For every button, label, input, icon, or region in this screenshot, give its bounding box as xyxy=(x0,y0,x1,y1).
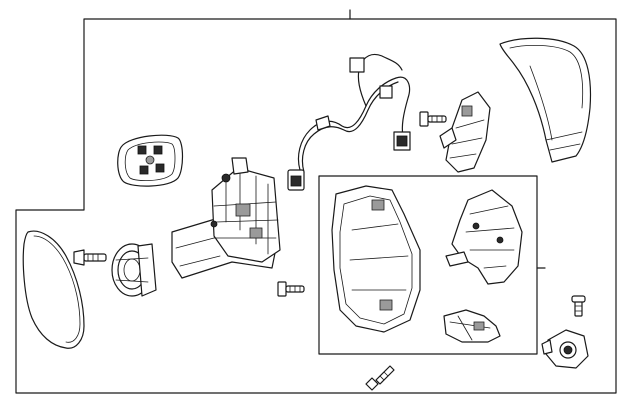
wiring-harness-icon xyxy=(287,53,411,191)
camera-screw-icon xyxy=(571,295,586,317)
puddle-lamp-bracket-icon xyxy=(443,309,501,343)
mirror-frame-icon xyxy=(331,185,421,333)
turn-signal-lamp-icon xyxy=(439,91,491,173)
mirror-glass-icon xyxy=(22,230,85,349)
bottom-screw-icon xyxy=(365,365,395,391)
assembly-outline xyxy=(15,9,617,394)
mirror-cover-cap-icon xyxy=(499,37,592,163)
inner-bracket-icon xyxy=(445,189,523,285)
mount-screw-icon xyxy=(277,281,305,297)
mirror-housing-base-icon xyxy=(171,157,281,279)
subassembly-outline xyxy=(318,175,546,355)
lamp-screw-icon xyxy=(419,111,447,127)
glass-screw-icon xyxy=(73,249,107,266)
mounting-gasket-icon xyxy=(117,134,184,187)
actuator-motor-icon xyxy=(111,243,157,297)
side-camera-icon xyxy=(541,329,589,369)
